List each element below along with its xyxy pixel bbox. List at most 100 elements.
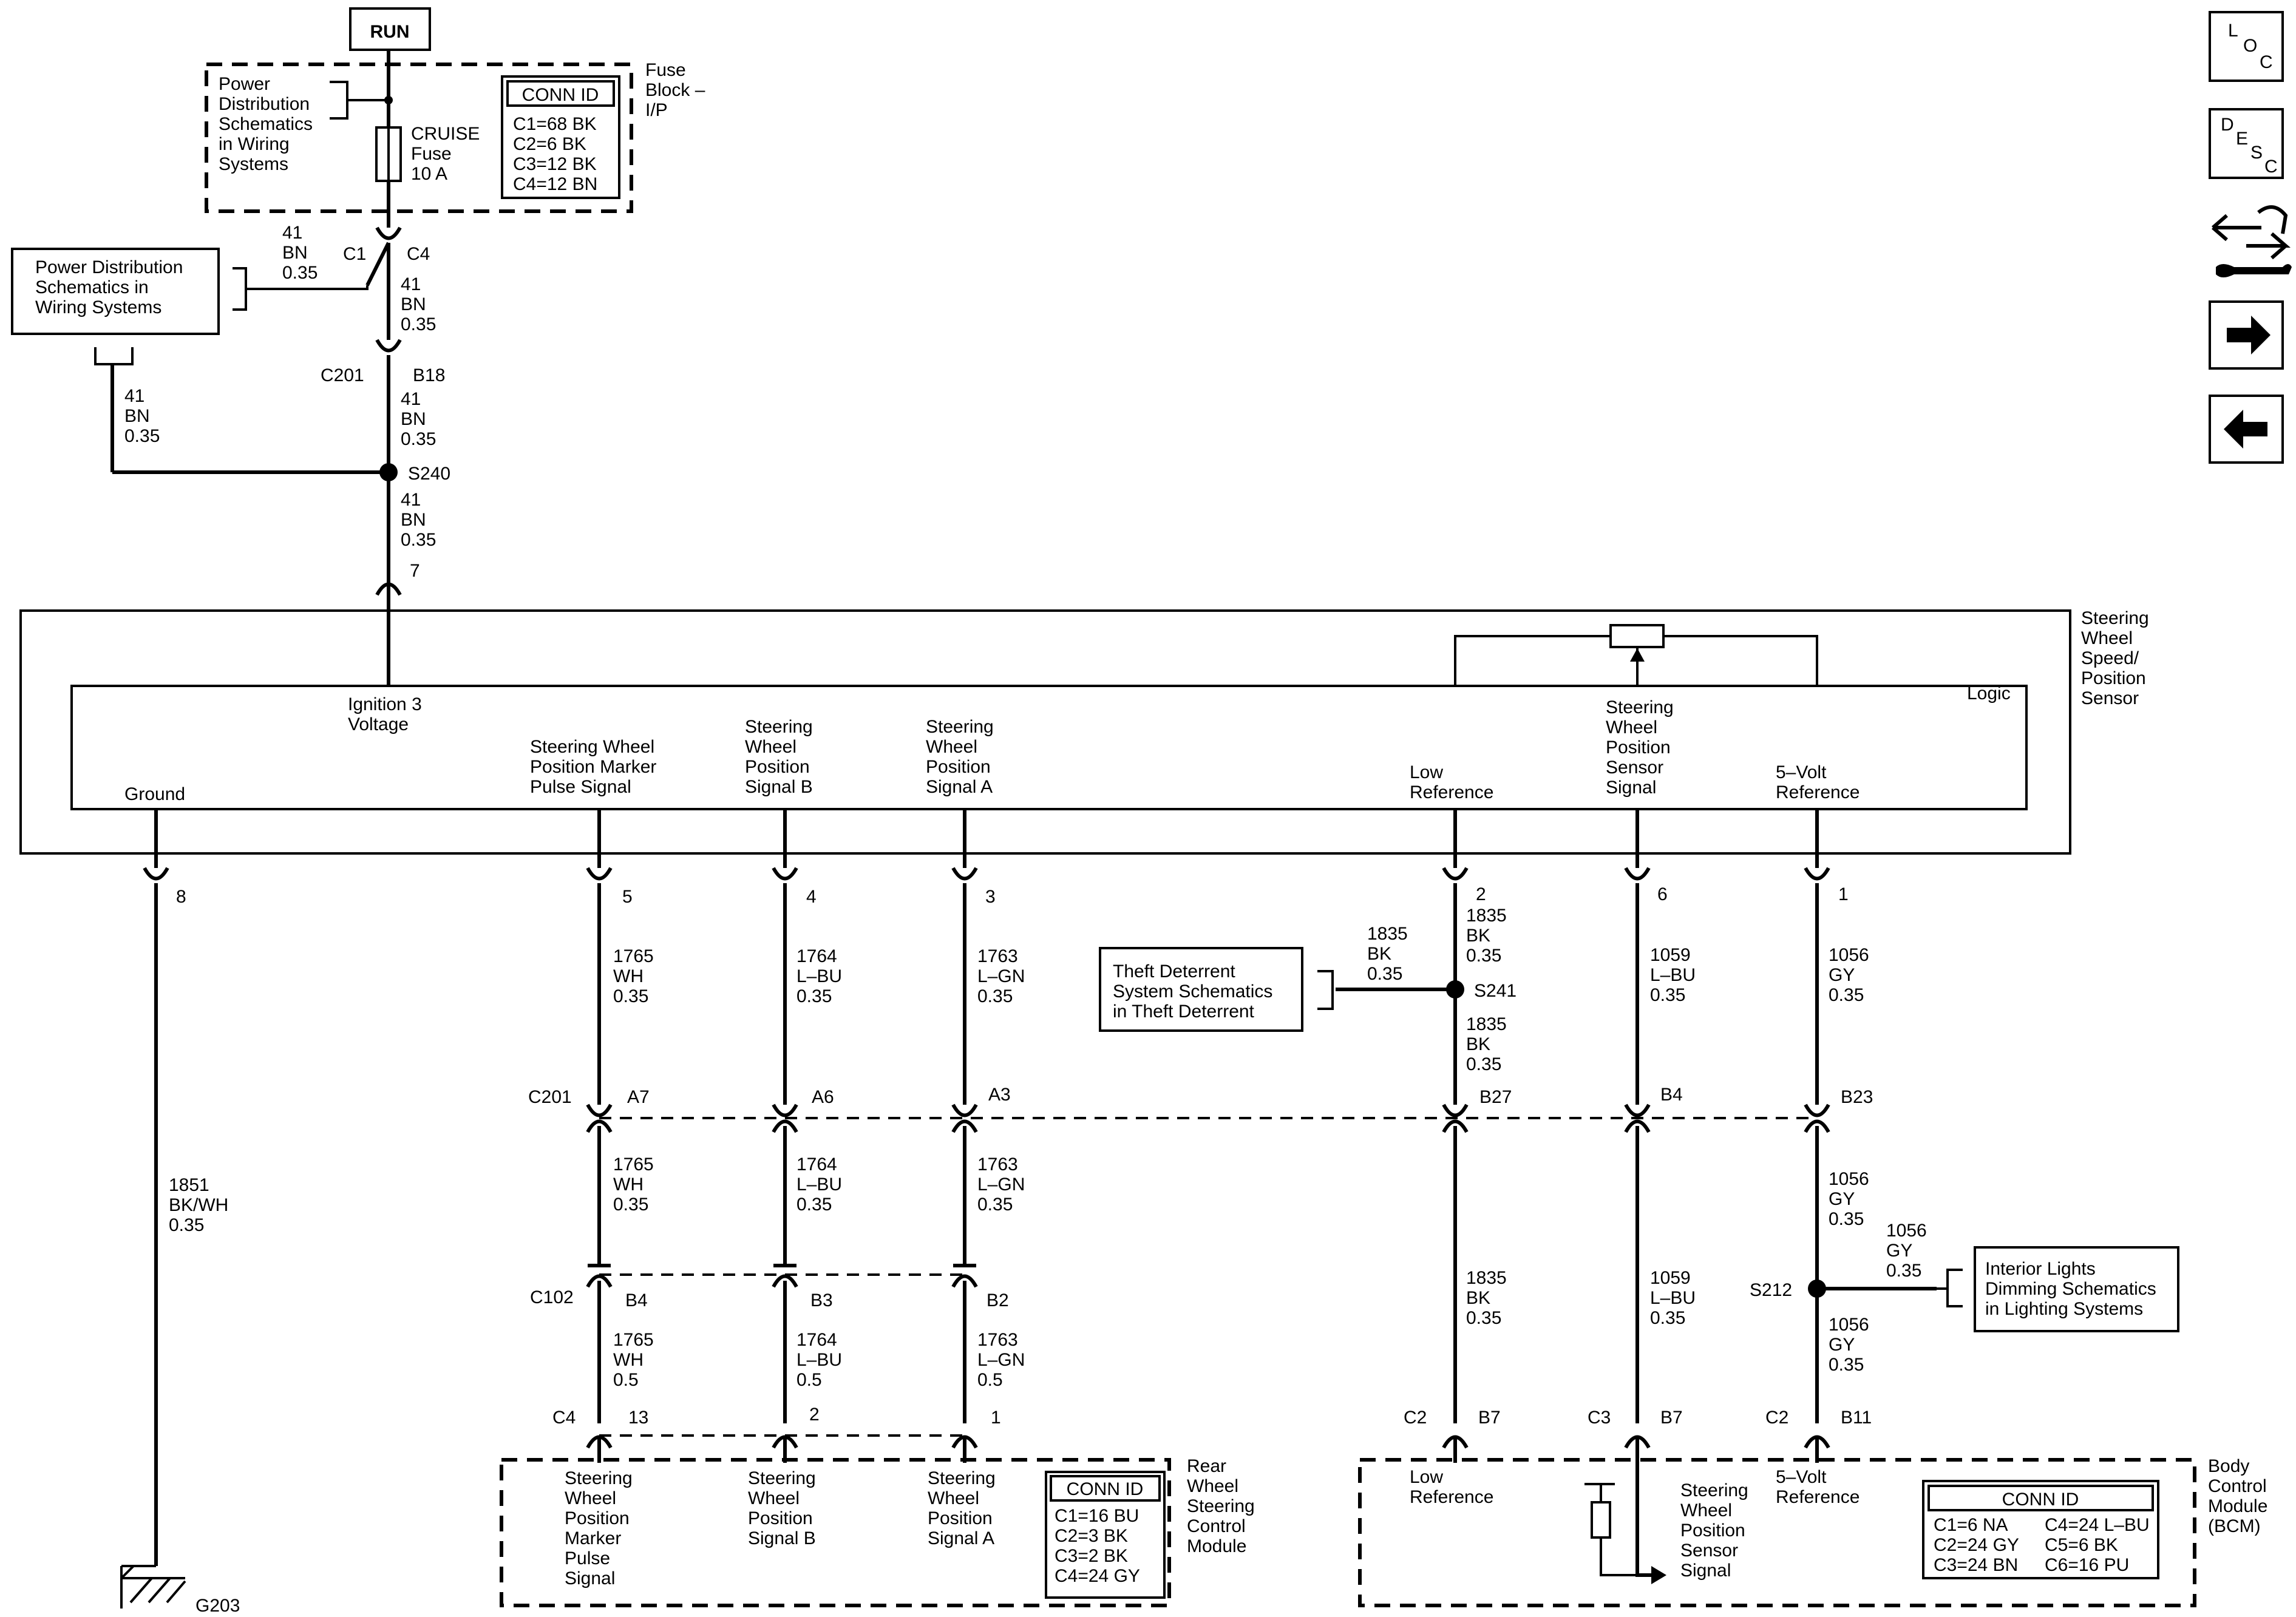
fuse-conn-id-list: C1=68 BK C2=6 BK C3=12 BK C4=12 BN (513, 114, 602, 194)
connector-b4-top-label: B4 (1660, 1085, 1683, 1105)
power-distribution-label: Power Distribution Schematics in Wiring … (35, 257, 188, 317)
fuse-block-label: Fuse Block – I/P (645, 60, 710, 120)
wire-1764-label-c: 1764 L–BU 0.5 (796, 1330, 847, 1390)
fuse-conn-id-title-box (506, 80, 615, 107)
sensor-pos-sensor-label: Steering Wheel Position Sensor Signal (1606, 697, 1679, 798)
wire-1056-label-d: 1056 GY 0.35 (1829, 1315, 1874, 1375)
wire-1763-label-a: 1763 L–GN 0.35 (977, 946, 1030, 1006)
pin-8-label: 8 (176, 887, 186, 907)
wire-1765-label-a: 1765 WH 0.35 (613, 946, 659, 1006)
rwscm-conn-id-title-box (1050, 1475, 1161, 1502)
theft-deterrent-box (1099, 947, 1303, 1032)
pin-7-label: 7 (410, 561, 420, 581)
wire-1835-label-c: 1835 BK 0.35 (1466, 1014, 1512, 1074)
connector-c2a-label: C2 (1404, 1408, 1427, 1428)
pin-5-label: 5 (622, 887, 633, 907)
bcm-low-ref-label: Low Reference (1410, 1467, 1493, 1507)
connector-13-label: 13 (628, 1408, 648, 1428)
bcm-conn-id-title-box (1927, 1485, 2154, 1511)
connector-a6-label: A6 (812, 1087, 834, 1107)
wire-1835-label-a: 1835 BK 0.35 (1466, 906, 1512, 966)
connector-c102-label: C102 (530, 1287, 574, 1307)
wire-1056-label-a: 1056 GY 0.35 (1829, 945, 1874, 1005)
connector-c201-top-symbol (375, 339, 402, 353)
connector-a3-label: A3 (988, 1085, 1011, 1105)
wire-1765-label-c: 1765 WH 0.5 (613, 1330, 659, 1390)
rwscm-title: Rear Wheel Steering Control Module (1187, 1456, 1260, 1556)
sensor-logic-label: Logic (1967, 683, 2011, 703)
loc-glyph-c: C (2260, 52, 2273, 72)
next-arrow-button[interactable] (2209, 300, 2284, 370)
fuse-ref-bracket (330, 81, 389, 120)
connector-b3-label: B3 (810, 1290, 833, 1310)
connector-c201-label: C201 (528, 1087, 572, 1107)
connector-c2b-label: C2 (1765, 1408, 1788, 1428)
wire-1851-label: 1851 BK/WH 0.35 (169, 1175, 234, 1235)
rwscm-conn-id-list: C1=16 BU C2=3 BK C3=2 BK C4=24 GY (1055, 1506, 1144, 1586)
fuse-block-ref: Power Distribution Schematics in Wiring … (219, 74, 318, 174)
power-distribution-box (11, 248, 220, 335)
sensor-ignition-label: Ignition 3 Voltage (348, 694, 427, 734)
pin-8-symbol (143, 867, 169, 881)
loc-button[interactable]: L O C (2209, 11, 2284, 82)
connector-b27-label: B27 (1479, 1087, 1512, 1107)
bcm-pos-sensor-label: Steering Wheel Position Sensor Signal (1680, 1480, 1753, 1581)
connector-c1-label: C1 (343, 244, 366, 264)
interior-lights-box (1974, 1246, 2179, 1332)
pin-6-label: 6 (1657, 884, 1668, 904)
sensor-low-ref-label: Low Reference (1410, 762, 1493, 802)
wire-41-label-a: 41 BN 0.35 (282, 223, 318, 283)
bcm-connector-pins (1442, 1435, 1830, 1449)
pin-3-symbol (951, 867, 978, 881)
connector-c201-pins (586, 1103, 1830, 1133)
pin-4-label: 4 (806, 887, 817, 907)
steering-wheel-sensor-outline (19, 609, 2071, 855)
connector-b2-label: B2 (987, 1290, 1009, 1310)
bcm-pullup-source (1584, 1483, 1615, 1502)
fuse-conn-id-title: CONN ID (522, 85, 599, 105)
bcm-5v-label: 5–Volt Reference (1776, 1467, 1860, 1507)
connector-b4-label: B4 (625, 1290, 648, 1310)
sensor-signal-a-label: Steering Wheel Position Signal A (926, 717, 999, 797)
fuse-conn-id-box (501, 75, 620, 199)
pin-6-symbol (1624, 867, 1651, 881)
prev-arrow-button[interactable] (2209, 395, 2284, 464)
bcm-conn-id-col1: C1=6 NA C2=24 GY C3=24 BN (1934, 1515, 2024, 1575)
theft-deterrent-label: Theft Deterrent System Schematics in The… (1113, 961, 1278, 1022)
sensor-ground-label: Ground (124, 784, 185, 804)
wire-41-label-e: 41 BN 0.35 (401, 490, 436, 550)
potentiometer-wiper-arrow (1630, 648, 1645, 662)
connector-b7b-label: B7 (1660, 1408, 1683, 1428)
desc-button[interactable]: D E S C (2209, 108, 2284, 179)
connector-c102-pins (586, 1264, 978, 1288)
rwscm-signal-b-label: Steering Wheel Position Signal B (748, 1468, 821, 1548)
bcm-outline (1358, 1458, 2196, 1607)
connector-c4-pins (586, 1435, 978, 1449)
desc-glyph-s: S (2250, 143, 2263, 163)
rwscm-conn-id-title: CONN ID (1067, 1479, 1144, 1499)
connector-b23-label: B23 (1841, 1087, 1873, 1107)
wire-41-label-b: 41 BN 0.35 (401, 274, 436, 334)
bcm-conn-id-title: CONN ID (2002, 1490, 2079, 1510)
bcm-conn-id-col2: C4=24 L–BU C5=6 BK C6=16 PU (2045, 1515, 2155, 1575)
rwscm-conn-id-box (1045, 1471, 1166, 1599)
bcm-signal-arrow (1651, 1566, 1666, 1584)
ground-g203-label: G203 (195, 1596, 240, 1616)
connector-1-label: 1 (991, 1408, 1001, 1428)
bcm-pullup-resistor (1591, 1501, 1611, 1539)
connector-c4-label: C4 (407, 244, 430, 264)
wire-1056-label-b: 1056 GY 0.35 (1829, 1169, 1874, 1229)
pin-2-label: 2 (1476, 884, 1486, 904)
wire-41-label-d: 41 BN 0.35 (401, 389, 436, 449)
desc-glyph-e: E (2236, 129, 2248, 149)
rwscm-marker-label: Steering Wheel Position Marker Pulse Sig… (565, 1468, 637, 1588)
wire-1056-label-c: 1056 GY 0.35 (1886, 1221, 1932, 1281)
rwscm-signal-a-label: Steering Wheel Position Signal A (928, 1468, 1000, 1548)
wire-1765-label-b: 1765 WH 0.35 (613, 1154, 659, 1215)
splice-s240-label: S240 (408, 464, 450, 484)
connector-tools-icon[interactable] (2212, 205, 2292, 277)
pin-1-label: 1 (1838, 884, 1849, 904)
connector-c3-label: C3 (1588, 1408, 1611, 1428)
sensor-signal-b-label: Steering Wheel Position Signal B (745, 717, 818, 797)
